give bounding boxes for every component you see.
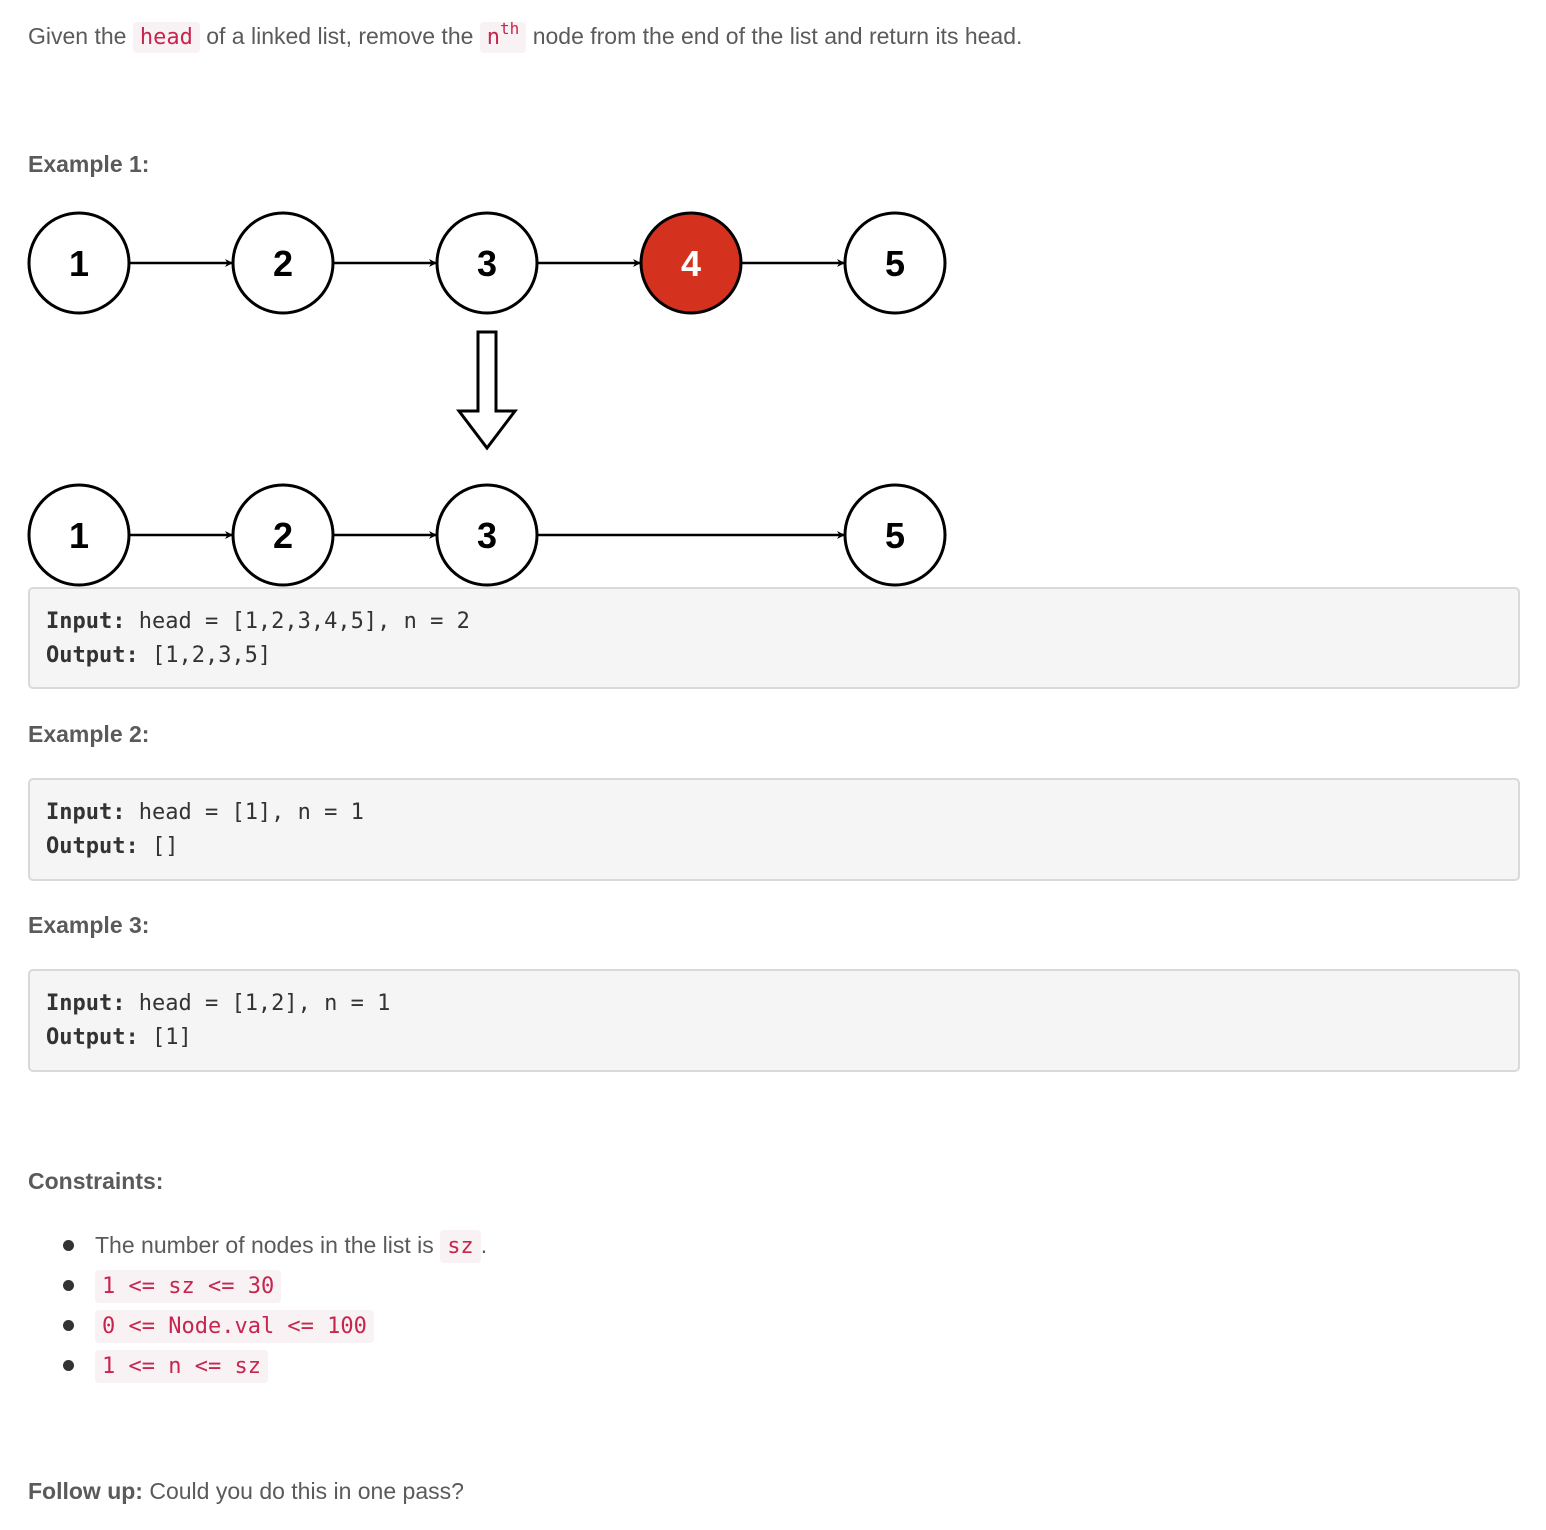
example-1-output-line: Output: [1,2,3,5] [46,639,1502,673]
list-node [27,483,131,587]
list-node [435,483,539,587]
input-label: Input: [46,800,126,825]
node-label: 1 [69,515,89,556]
list-node [843,483,947,587]
example-1-heading: Example 1: [28,151,150,177]
example-3-heading: Example 3: [28,912,150,938]
example-3-output-line: Output: [1] [46,1021,1502,1055]
constraint-text: The number of nodes in the list is [95,1232,434,1258]
node-label: 2 [273,515,293,556]
example-1-input-line: Input: head = [1,2,3,4,5], n = 2 [46,605,1502,639]
node-label: 5 [885,243,905,284]
nth-code: nth [479,19,527,53]
list-node [231,483,335,587]
example-3-code-block: Input: head = [1,2], n = 1 Output: [1] [28,969,1520,1072]
node-label: 4 [681,243,701,284]
th-superscript: th [500,19,520,38]
constraint-item: 0 <= Node.val <= 100 [56,1306,487,1346]
input-value: head = [1,2], n = 1 [125,991,391,1016]
example-2-code-block: Input: head = [1], n = 1 Output: [] [28,778,1520,881]
bullet-icon [63,1320,74,1331]
problem-statement: Given the head of a linked list, remove … [28,18,1022,56]
follow-up: Follow up: Could you do this in one pass… [28,1476,464,1506]
n-letter: n [486,25,501,50]
input-label: Input: [46,991,126,1016]
list-node [435,211,539,315]
bullet-icon [63,1280,74,1291]
list-node [843,211,947,315]
output-value: [1] [138,1025,192,1050]
list-node [231,211,335,315]
example-2-heading: Example 2: [28,721,150,747]
output-label: Output: [46,834,139,859]
removed-node [639,211,743,315]
constraint-item: The number of nodes in the list is sz. [56,1226,487,1266]
intro-middle: of a linked list, remove the [206,23,474,49]
bullet-icon [63,1360,74,1371]
node-label: 3 [477,243,497,284]
constraints-heading: Constraints: [28,1168,164,1194]
constraint-item: 1 <= n <= sz [56,1346,487,1386]
head-code: head [132,22,200,53]
node-label: 1 [69,243,89,284]
intro-suffix: node from the end of the list and return… [532,23,1023,49]
follow-up-text: Could you do this in one pass? [142,1478,464,1504]
node-label: 2 [273,243,293,284]
input-value: head = [1,2,3,4,5], n = 2 [125,609,470,634]
output-value: [] [138,834,179,859]
constraint-code: 1 <= sz <= 30 [95,1270,282,1303]
linked-list-diagram: 1 2 3 4 5 1 2 3 5 [27,211,947,587]
constraint-item: 1 <= sz <= 30 [56,1266,487,1306]
constraint-code: sz [440,1230,481,1263]
example-2-input-line: Input: head = [1], n = 1 [46,796,1502,830]
intro-prefix: Given the [28,23,127,49]
output-label: Output: [46,643,139,668]
constraint-code: 0 <= Node.val <= 100 [95,1310,374,1343]
example-2-output-line: Output: [] [46,830,1502,864]
list-node [27,211,131,315]
input-value: head = [1], n = 1 [125,800,364,825]
output-label: Output: [46,1025,139,1050]
bullet-icon [63,1240,74,1251]
constraint-suffix: . [480,1232,488,1258]
node-label: 3 [477,515,497,556]
down-arrow-icon [455,330,519,451]
input-label: Input: [46,609,126,634]
output-value: [1,2,3,5] [138,643,272,668]
node-label: 5 [885,515,905,556]
constraint-code: 1 <= n <= sz [95,1350,268,1383]
example-3-input-line: Input: head = [1,2], n = 1 [46,987,1502,1021]
follow-up-label: Follow up: [28,1478,143,1504]
constraints-list: The number of nodes in the list is sz. 1… [56,1226,487,1386]
example-1-code-block: Input: head = [1,2,3,4,5], n = 2 Output:… [28,587,1520,689]
